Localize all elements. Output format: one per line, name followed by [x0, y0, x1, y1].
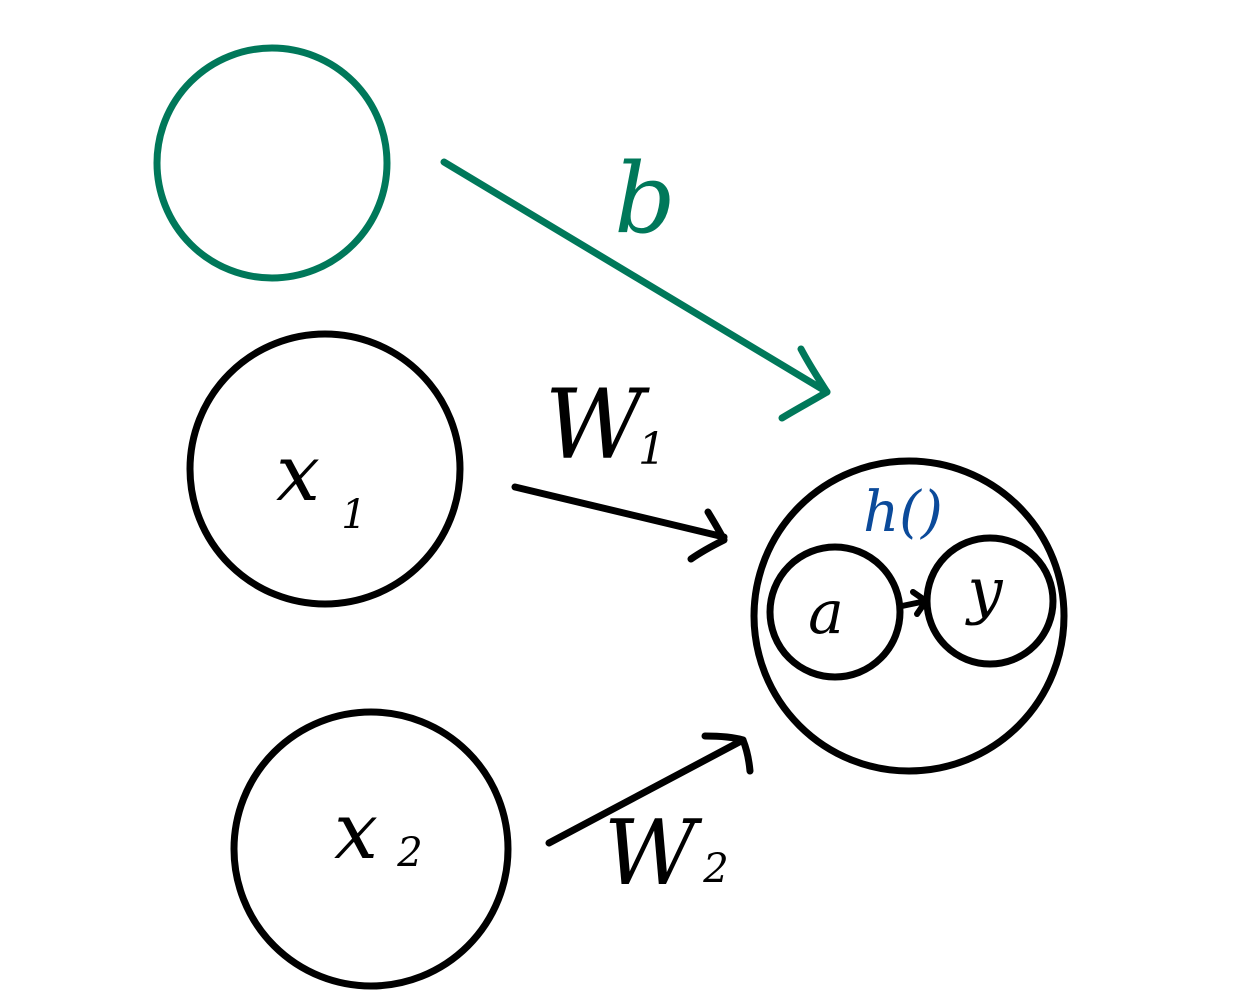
w2-edge-line [545, 736, 747, 847]
input-node-x2-subscript: 2 [396, 830, 422, 876]
input-node-x1-circle [186, 330, 464, 608]
bias-node-circle [153, 44, 391, 282]
output-node-label: y [964, 554, 1003, 627]
w2-edge-subscript: 2 [702, 846, 728, 892]
w1-edge-line [511, 483, 728, 541]
w1-edge-subscript: 1 [638, 424, 666, 475]
w1-edge-label: W [545, 369, 651, 481]
w2-edge-arrowhead [701, 732, 754, 775]
input-node-x1-subscript: 1 [341, 492, 366, 538]
w2-edge [545, 732, 754, 847]
activation-function-label: h() [863, 480, 943, 545]
input-node-x1-label: x [276, 429, 320, 519]
bias-edge-label: b [614, 143, 675, 255]
w1-edge-arrowhead [687, 508, 728, 563]
input-node-x2: x 2 [230, 708, 512, 990]
bias-edge [440, 158, 831, 422]
output-node: y [923, 534, 1057, 668]
pre-activation-node-circle [766, 543, 904, 681]
bias-edge-arrowhead [778, 345, 831, 422]
input-node-x2-circle [230, 708, 512, 990]
neuron-node: h() a y [750, 457, 1068, 775]
w1-edge [511, 483, 728, 563]
input-node-x1: x 1 [186, 330, 464, 608]
w2-edge-label: W [604, 801, 703, 906]
output-node-circle [923, 534, 1057, 668]
input-node-x2-label: x [334, 787, 378, 877]
bias-edge-line [440, 158, 831, 396]
internal-edge [899, 589, 929, 617]
pre-activation-node: a [766, 543, 904, 681]
bias-node [153, 44, 391, 282]
neuron-node-circle [750, 457, 1068, 775]
pre-activation-node-label: a [808, 578, 844, 648]
